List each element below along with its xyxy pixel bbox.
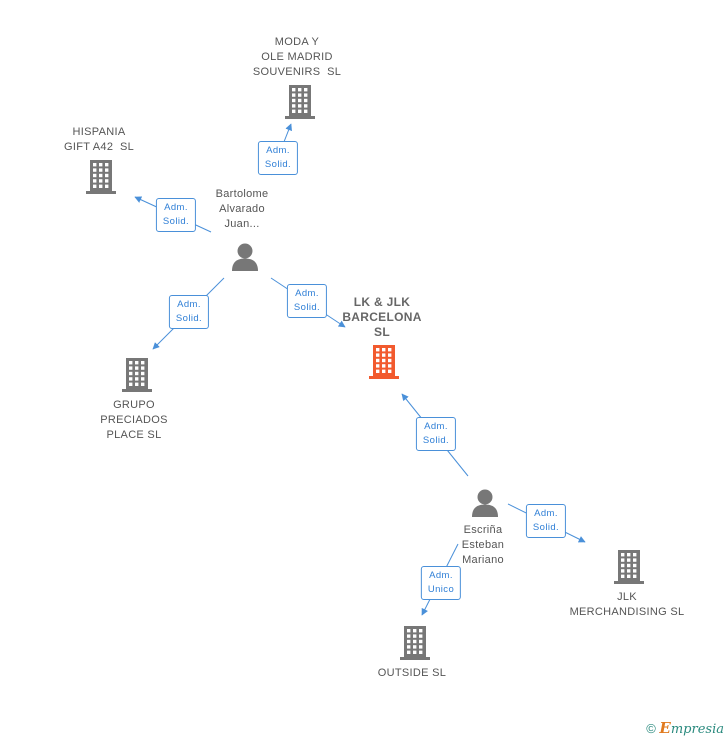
edge-label-escrina-to-lkjlk[interactable]: Adm. Solid. xyxy=(415,417,457,451)
node-label-escrina[interactable]: Escriña Esteban Mariano xyxy=(461,524,505,566)
edge-label-escrina-to-outside[interactable]: Adm. Unico xyxy=(420,566,462,600)
edge-label-bartolome-to-lkjlk[interactable]: Adm. Solid. xyxy=(286,284,328,318)
node-label-jlkm[interactable]: JLK MERCHANDISING SL xyxy=(569,591,685,618)
building-icon-jlkm[interactable] xyxy=(614,550,644,584)
edge-label-bartolome-to-moda[interactable]: Adm. Solid. xyxy=(257,141,299,175)
edge-label-bartolome-to-grupo[interactable]: Adm. Solid. xyxy=(168,295,210,329)
node-label-grupo[interactable]: GRUPO PRECIADOS PLACE SL xyxy=(100,399,168,441)
node-label-bartolome[interactable]: Bartolome Alvarado Juan... xyxy=(215,188,269,230)
node-label-moda[interactable]: MODA Y OLE MADRID SOUVENIRS SL xyxy=(252,36,342,78)
empresia-brand: © Empresia xyxy=(646,719,724,737)
brand-logo-letter: E xyxy=(659,719,671,737)
building-icon-hispania[interactable] xyxy=(86,160,116,194)
node-label-hispania[interactable]: HISPANIA GIFT A42 SL xyxy=(63,126,135,153)
building-icon-moda[interactable] xyxy=(285,85,315,119)
building-icon-outside[interactable] xyxy=(400,626,430,660)
edge-label-escrina-to-jlkm[interactable]: Adm. Solid. xyxy=(525,504,567,538)
node-label-lkjlk[interactable]: LK & JLK BARCELONA SL xyxy=(342,295,422,339)
person-icon-bartolome[interactable] xyxy=(232,243,258,272)
node-label-outside[interactable]: OUTSIDE SL xyxy=(377,667,447,679)
brand-logo-text: mpresia xyxy=(670,722,724,737)
edge-label-bartolome-to-hispania[interactable]: Adm. Solid. xyxy=(155,198,197,232)
copyright-symbol: © xyxy=(646,721,656,736)
building-icon-grupo[interactable] xyxy=(122,358,152,392)
person-icon-escrina[interactable] xyxy=(472,489,498,518)
building-icon-lkjlk[interactable] xyxy=(369,345,399,379)
